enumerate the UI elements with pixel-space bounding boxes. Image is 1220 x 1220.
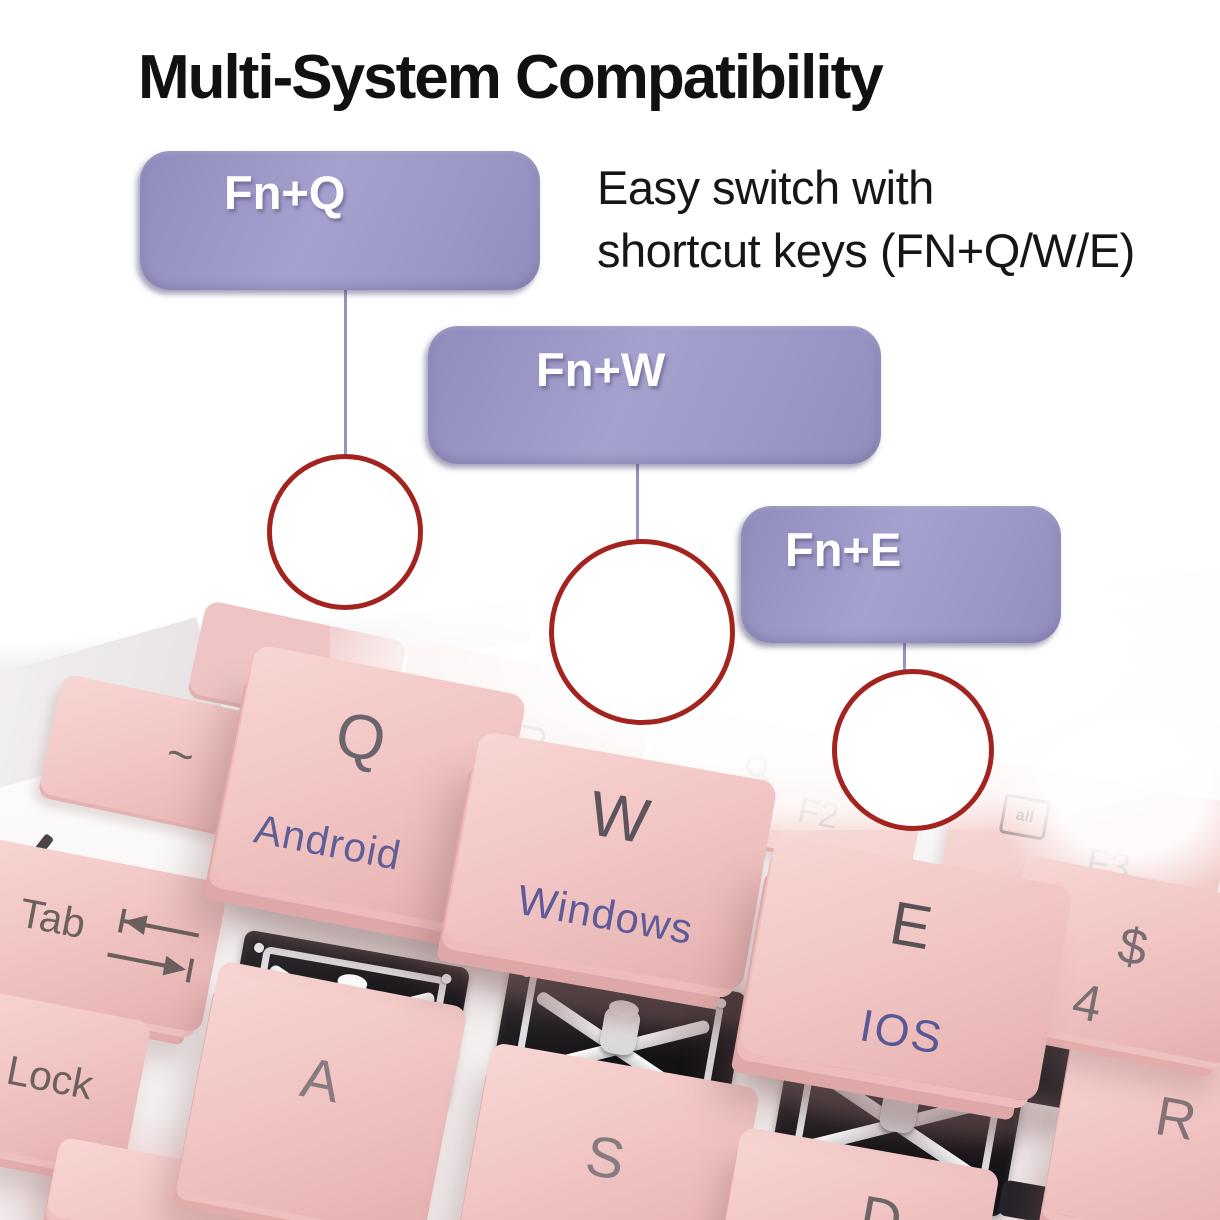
key-tab: Tab [0, 834, 230, 1034]
callout-badge-fn-q-label: Fn+Q [224, 166, 346, 219]
page-title: Multi-System Compatibility [138, 43, 884, 112]
key-4-shift-legend: $ [1113, 915, 1153, 978]
key-tab-legend: Tab [15, 889, 90, 948]
callout-line-fn-e [903, 641, 906, 671]
key-tilde-legend: ~ [162, 726, 200, 783]
key-q-system-label: Android [250, 805, 406, 879]
callout-badge-fn-w: Fn+W [428, 326, 881, 464]
subtitle-line-2: shortcut keys (FN+Q/W/E) [597, 224, 1135, 277]
highlight-circle-q [267, 454, 423, 610]
key-s-legend: S [580, 1123, 630, 1193]
key-d-legend: D [854, 1183, 907, 1220]
callout-badge-fn-e: Fn+E [741, 506, 1061, 643]
key-a: A [175, 960, 469, 1220]
subtitle-line-1: Easy switch with [597, 161, 934, 214]
callout-line-fn-q [344, 289, 347, 456]
key-w-system-label: Windows [513, 875, 697, 953]
key-r-legend: R [1151, 1084, 1201, 1153]
key-a-legend: A [295, 1045, 346, 1116]
callout-badge-fn-q: Fn+Q [140, 151, 540, 290]
callout-line-fn-w [636, 463, 639, 541]
highlight-circle-e [832, 669, 994, 831]
key-e-legend: E [885, 888, 937, 963]
callout-badge-fn-w-label: Fn+W [536, 343, 666, 396]
key-q-legend: Q [330, 698, 392, 777]
key-4-legend: 4 [1067, 972, 1107, 1034]
highlight-circle-w [549, 539, 735, 725]
callout-badge-fn-e-label: Fn+E [785, 523, 902, 576]
key-w-legend: W [584, 778, 655, 858]
tab-arrows-icon [107, 908, 200, 983]
key-lock-legend: Lock [3, 1046, 97, 1109]
key-e-system-label: IOS [856, 999, 948, 1065]
subtitle: Easy switch with shortcut keys (FN+Q/W/E… [597, 156, 1135, 282]
